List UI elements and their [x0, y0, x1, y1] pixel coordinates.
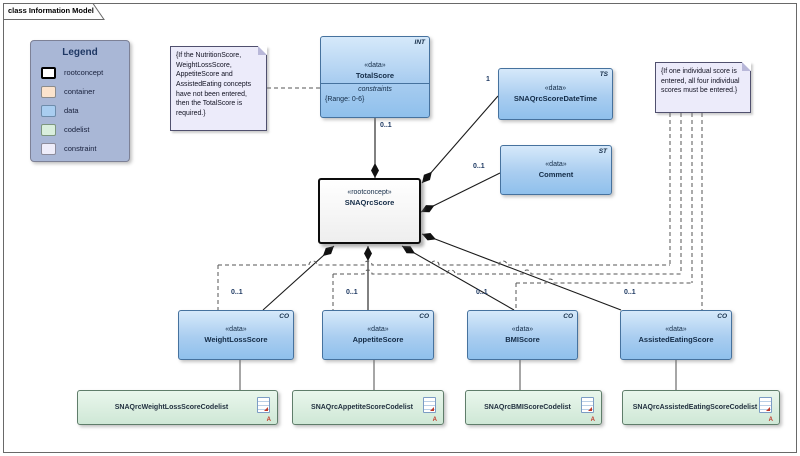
class-name: AppetiteScore	[352, 335, 404, 344]
type-tag: INT	[414, 39, 425, 46]
link-root-bmi	[401, 245, 515, 311]
class-totalscore[interactable]: INT «data» TotalScore constraints {Range…	[320, 36, 430, 118]
codelist-name: SNAQrcBMIScoreCodelist	[484, 404, 571, 411]
class-totalscore-constraints: constraints {Range: 0-6}	[321, 84, 429, 103]
type-tag: ST	[598, 148, 607, 155]
note-text: {If one individual score is entered, all…	[661, 68, 740, 95]
legend[interactable]: Legend rootconcept container data codeli…	[30, 40, 130, 162]
linked-document-icon	[581, 397, 594, 413]
codelist-bmi[interactable]: SNAQrcBMIScoreCodelist A	[465, 390, 602, 425]
constraint-value: {Range: 0-6}	[325, 96, 365, 103]
class-snaqrcscore[interactable]: «rootconcept» SNAQrcScore	[318, 178, 421, 244]
constraint-swatch	[41, 142, 56, 155]
codelist-appetite[interactable]: SNAQrcAppetiteScoreCodelist A	[292, 390, 444, 425]
stereotype: «rootconcept»	[347, 189, 392, 196]
class-name: SNAQrcScore	[344, 198, 395, 207]
stereotype: «data»	[367, 326, 389, 333]
class-name: TotalScore	[355, 71, 395, 80]
multiplicity-assistedeating: 0..1	[624, 289, 636, 296]
class-name: AssistedEatingScore	[638, 335, 714, 344]
legend-item-data: data	[41, 101, 129, 120]
link-root-assistedeating	[421, 232, 622, 311]
stereotype: «data»	[665, 326, 687, 333]
a-flag: A	[266, 417, 271, 423]
class-name: WeightLossScore	[204, 335, 268, 344]
stereotype: «data»	[511, 326, 534, 333]
frame-title: class Information Model	[8, 6, 94, 15]
class-appetitescore[interactable]: CO «data» AppetiteScore	[322, 310, 434, 360]
legend-label: container	[64, 87, 95, 96]
data-swatch	[41, 104, 56, 117]
notelink-right-bmi-h	[516, 278, 692, 284]
stereotype: «data»	[544, 85, 567, 92]
container-swatch	[41, 85, 56, 98]
legend-label: rootconcept	[64, 68, 104, 77]
multiplicity-comment: 0..1	[473, 163, 485, 170]
codelist-swatch	[41, 123, 56, 136]
class-totalscore-header: INT «data» TotalScore	[321, 37, 429, 84]
class-name: BMIScore	[505, 335, 540, 344]
legend-label: codelist	[64, 125, 90, 134]
class-name: SNAQrcScoreDateTime	[513, 94, 598, 103]
type-tag: CO	[563, 313, 573, 320]
note-text: {If the NutritionScore, WeightLossScore,…	[176, 52, 252, 117]
type-tag: CO	[717, 313, 727, 320]
codelist-name: SNAQrcWeightLossScoreCodelist	[114, 404, 229, 411]
constraint-note-totalscore[interactable]: {If the NutritionScore, WeightLossScore,…	[170, 46, 267, 131]
legend-label: constraint	[64, 144, 97, 153]
class-weightlossscore[interactable]: CO «data» WeightLossScore	[178, 310, 294, 360]
constraint-note-individual-scores[interactable]: {If one individual score is entered, all…	[655, 62, 751, 113]
codelist-name: SNAQrcAssistedEatingScoreCodelist	[632, 404, 758, 411]
notelink-right-weightloss-h	[218, 260, 670, 266]
codelist-name: SNAQrcAppetiteScoreCodelist	[311, 404, 413, 411]
a-flag: A	[768, 417, 773, 423]
class-assistedeatingscore[interactable]: CO «data» AssistedEatingScore	[620, 310, 732, 360]
legend-item-rootconcept: rootconcept	[41, 63, 129, 82]
multiplicity-weightloss: 0..1	[231, 289, 243, 296]
stereotype: «data»	[364, 62, 386, 69]
linked-document-icon	[423, 397, 436, 413]
multiplicity-bmi: 0..1	[476, 289, 488, 296]
link-root-comment	[420, 172, 501, 213]
legend-label: data	[64, 106, 79, 115]
linked-document-icon	[759, 397, 772, 413]
legend-title: Legend	[62, 47, 98, 58]
codelist-assistedeating[interactable]: SNAQrcAssistedEatingScoreCodelist A	[622, 390, 780, 425]
notelink-right-appetite-h	[333, 269, 681, 275]
legend-item-codelist: codelist	[41, 120, 129, 139]
constraints-compartment-label: constraints	[358, 86, 392, 93]
legend-item-constraint: constraint	[41, 139, 129, 158]
multiplicity-appetite: 0..1	[346, 289, 358, 296]
multiplicity-totalscore: 0..1	[380, 122, 392, 129]
type-tag: CO	[279, 313, 289, 320]
type-tag: CO	[419, 313, 429, 320]
rootconcept-swatch	[41, 66, 56, 79]
stereotype: «data»	[225, 326, 247, 333]
link-root-weightloss	[262, 245, 335, 311]
type-tag: TS	[599, 71, 608, 78]
legend-item-container: container	[41, 82, 129, 101]
class-name: Comment	[538, 170, 574, 179]
class-bmiscore[interactable]: CO «data» BMIScore	[467, 310, 578, 360]
frame-tab	[3, 3, 105, 20]
class-snaqrcscoredatetime[interactable]: TS «data» SNAQrcScoreDateTime	[498, 68, 613, 120]
linked-document-icon	[257, 397, 270, 413]
link-root-datetime	[421, 95, 499, 184]
diagram-frame	[3, 3, 797, 453]
multiplicity-datetime: 1	[486, 76, 490, 83]
a-flag: A	[590, 417, 595, 423]
stereotype: «data»	[545, 161, 567, 168]
class-comment[interactable]: ST «data» Comment	[500, 145, 612, 195]
codelist-weightloss[interactable]: SNAQrcWeightLossScoreCodelist A	[77, 390, 278, 425]
a-flag: A	[432, 417, 437, 423]
